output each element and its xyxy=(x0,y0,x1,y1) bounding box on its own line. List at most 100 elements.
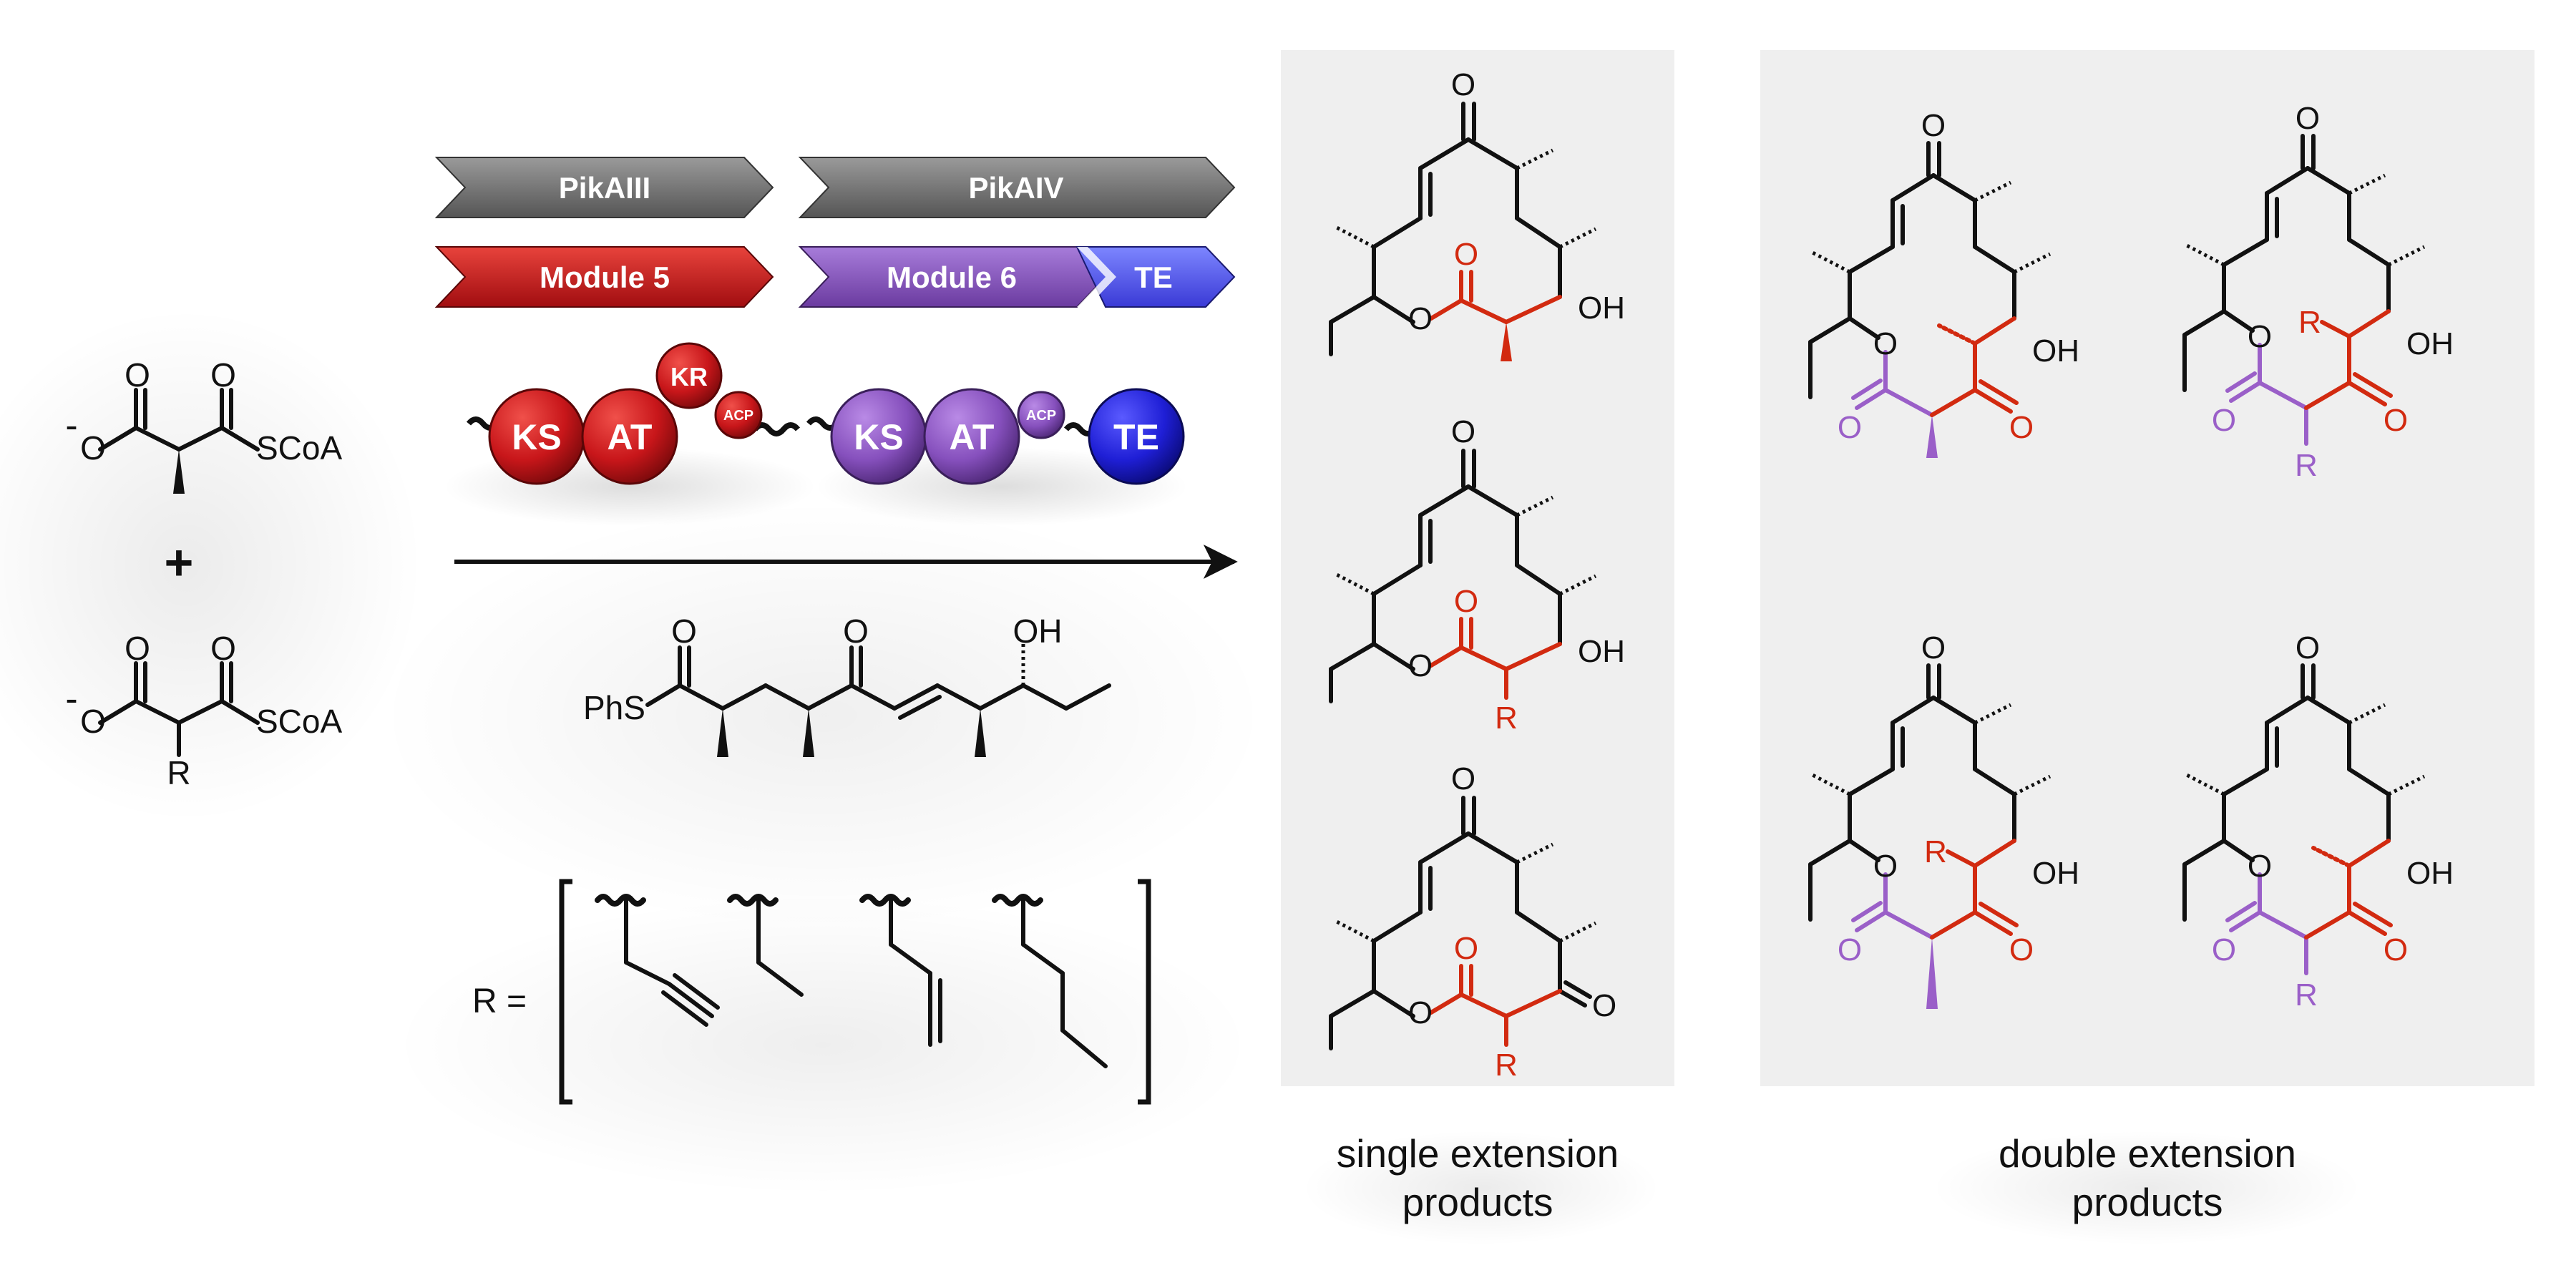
acp-domain-1 xyxy=(714,391,763,439)
atom-o: O xyxy=(1921,630,1946,665)
at-label-1: AT xyxy=(608,417,653,457)
atom-o: O xyxy=(2248,849,2272,884)
negative-charge: - xyxy=(65,405,77,447)
single-product-top: O O O OH xyxy=(1329,67,1625,361)
acp-label-2: ACP xyxy=(1026,408,1056,424)
atom-o: O xyxy=(2384,403,2408,438)
kr-domain xyxy=(655,342,723,409)
at-domain-1 xyxy=(581,388,678,485)
atom-o: O xyxy=(1408,648,1433,683)
oh-label: OH xyxy=(1578,291,1625,326)
pikaiii-label: PikAIII xyxy=(559,171,650,205)
te-label: TE xyxy=(1134,260,1173,294)
atom-o: O xyxy=(1838,410,1862,445)
background-shadows xyxy=(0,308,2361,1245)
atom-o: O xyxy=(1408,301,1433,336)
atom-o: O xyxy=(2296,101,2320,136)
module5-arrow xyxy=(434,246,774,308)
atom-o: O xyxy=(1408,995,1433,1030)
intermediate-structure xyxy=(645,645,1111,720)
atom-o: O xyxy=(1454,931,1478,966)
acp-domain-2 xyxy=(1017,391,1065,439)
scoa-label: SCoA xyxy=(256,429,342,467)
double-product-top-left: O O O O OH xyxy=(1808,108,2079,458)
te-domain xyxy=(1088,388,1185,485)
r-group-label: R xyxy=(1495,701,1518,736)
atom-o: O xyxy=(125,630,150,667)
r-group-label: R xyxy=(167,754,190,791)
gene-arrows xyxy=(434,157,1236,308)
r-group-label: R xyxy=(1495,1048,1518,1083)
single-products-panel xyxy=(1281,50,1674,1086)
atom-o: O xyxy=(2009,410,2034,445)
ks-label-1: KS xyxy=(512,417,561,457)
atom-o: O xyxy=(2296,630,2320,665)
pikaiv-label: PikAIV xyxy=(968,171,1063,205)
atom-o: O xyxy=(1838,932,1862,967)
substrate-bottom-labels: O O O - SCoA R xyxy=(65,630,342,791)
oh-label: OH xyxy=(1578,634,1625,669)
oh-label: OH xyxy=(1013,613,1063,650)
atom-o: O xyxy=(1873,326,1898,361)
single-product-mid: O O O OH R xyxy=(1329,414,1625,736)
r-group-bracket xyxy=(559,879,1151,1105)
substrate-methylmalonyl-coa xyxy=(98,388,260,494)
atom-o: O xyxy=(2212,932,2236,967)
atom-o-neg: O xyxy=(80,703,106,740)
at-domain-2 xyxy=(923,388,1020,485)
at-label-2: AT xyxy=(950,417,995,457)
double-product-bottom-left: O O O O OH R xyxy=(1808,630,2079,1009)
r-equals-label: R = xyxy=(472,982,527,1020)
oh-label: OH xyxy=(2032,856,2079,891)
atom-o: O xyxy=(210,630,236,667)
atom-o: O xyxy=(1454,237,1478,272)
r-group-label: R xyxy=(2298,305,2321,340)
atom-o: O xyxy=(1592,988,1616,1023)
atom-o-neg: O xyxy=(80,429,106,467)
single-product-bot: O O O O R xyxy=(1329,761,1616,1083)
atom-o: O xyxy=(671,613,697,650)
atom-o: O xyxy=(1451,67,1475,102)
r-group-label: R xyxy=(2295,977,2318,1013)
substrate-top-labels: O O O - SCoA xyxy=(65,356,342,467)
atom-o: O xyxy=(2009,932,2034,967)
module6-label: Module 6 xyxy=(887,260,1017,294)
substrate-r-malonyl-coa xyxy=(98,661,260,757)
kr-label: KR xyxy=(670,362,708,391)
atom-o: O xyxy=(1921,108,1946,143)
double-products-panel xyxy=(1760,50,2534,1086)
atom-o: O xyxy=(1451,761,1475,796)
r-group-label: R xyxy=(2295,448,2318,483)
negative-charge: - xyxy=(65,678,77,720)
te-domain-label: TE xyxy=(1113,417,1159,457)
atom-o: O xyxy=(210,356,236,394)
double-product-top-right: O O O O OH R R xyxy=(2182,101,2454,483)
oh-label: OH xyxy=(2032,333,2079,369)
acp-label-1: ACP xyxy=(723,408,753,424)
plus-sign: + xyxy=(165,535,194,590)
scoa-label: SCoA xyxy=(256,703,342,740)
module5-label: Module 5 xyxy=(540,260,670,294)
pikaiv-arrow xyxy=(798,157,1236,218)
atom-o: O xyxy=(843,613,869,650)
oh-label: OH xyxy=(2406,856,2454,891)
ks-label-2: KS xyxy=(854,417,903,457)
te-arrow xyxy=(1075,246,1236,308)
double-extension-caption: double extension products xyxy=(1760,1129,2534,1226)
double-product-bottom-right: O O O O OH R xyxy=(2182,630,2454,1013)
atom-o: O xyxy=(2384,932,2408,967)
oh-label: OH xyxy=(2406,326,2454,361)
caption-line: products xyxy=(2072,1180,2223,1224)
caption-line: single extension xyxy=(1336,1131,1619,1176)
phs-label: PhS xyxy=(583,689,645,726)
caption-line: double extension xyxy=(1999,1131,2296,1176)
atom-o: O xyxy=(125,356,150,394)
caption-line: products xyxy=(1402,1180,1553,1224)
atom-o: O xyxy=(1454,584,1478,619)
atom-o: O xyxy=(2212,403,2236,438)
atom-o: O xyxy=(1451,414,1475,449)
single-extension-caption: single extension products xyxy=(1281,1129,1674,1226)
atom-o: O xyxy=(2248,319,2272,354)
pikaiii-arrow xyxy=(434,157,774,218)
